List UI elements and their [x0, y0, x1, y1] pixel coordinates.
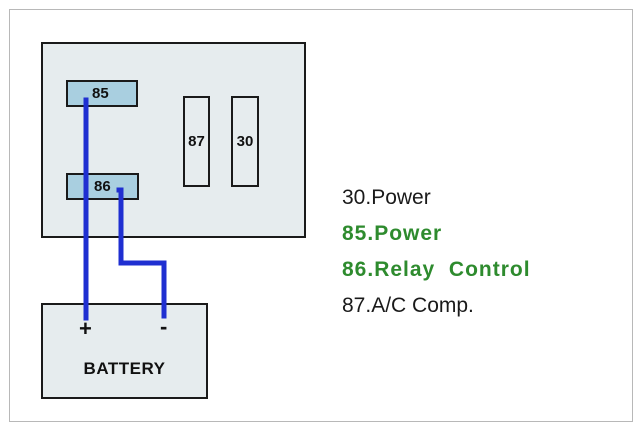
battery-negative-terminal: -	[160, 314, 168, 339]
legend-item-85: 85.Power	[342, 222, 443, 245]
relay-pin-30-label: 30	[236, 133, 254, 150]
battery-label: BATTERY	[83, 359, 166, 378]
pin-legend: 30.Power 85.Power 86.Relay Control 87.A/…	[342, 180, 531, 324]
legend-item-87: 87.A/C Comp.	[342, 294, 474, 317]
relay-pin-85-label: 85	[92, 85, 109, 102]
relay-pin-87: 87	[183, 96, 210, 187]
relay-pin-87-label: 87	[188, 133, 205, 150]
relay-pin-86-label: 86	[94, 178, 111, 195]
legend-item-86: 86.Relay Control	[342, 258, 531, 281]
battery: BATTERY	[41, 303, 208, 399]
relay-pin-30: 30	[231, 96, 259, 187]
battery-positive-terminal: +	[79, 316, 92, 341]
wire-86-to-negative	[116, 187, 167, 319]
legend-item-30: 30.Power	[342, 186, 431, 209]
relay-pin-85: 85	[66, 80, 138, 107]
relay-pin-86: 86	[66, 173, 139, 200]
